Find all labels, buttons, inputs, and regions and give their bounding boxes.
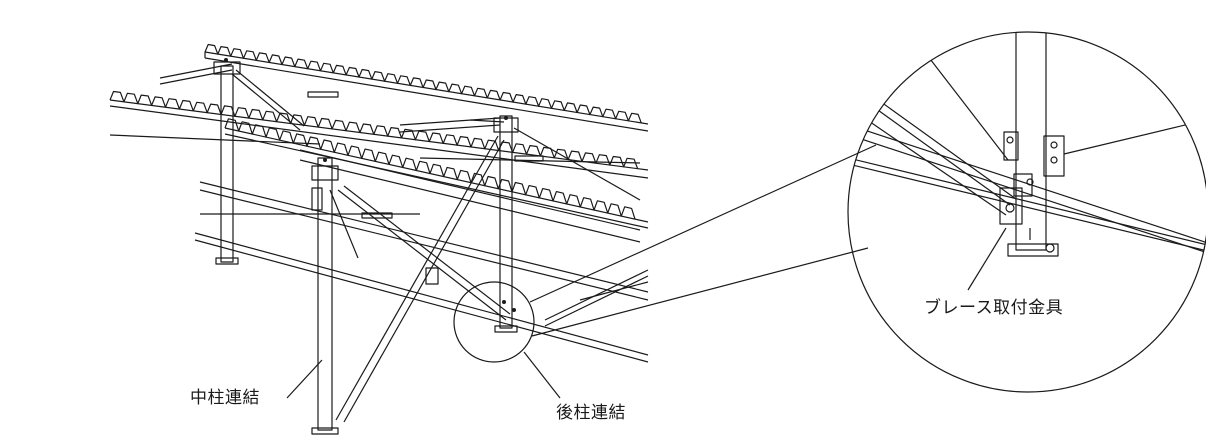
braces <box>231 69 641 423</box>
magnifier-callout <box>453 31 1206 393</box>
leader-lines <box>286 227 1007 399</box>
rear-post-label: 後柱連結 <box>556 403 626 423</box>
middle-post-label: 中柱連結 <box>190 388 260 408</box>
frame-rails <box>109 63 649 363</box>
posts <box>213 61 519 435</box>
roof-panel-back <box>204 43 649 132</box>
roof-panel-front <box>224 118 649 243</box>
magnified-detail <box>848 32 1206 258</box>
brace-bracket-label: ブレース取付金具 <box>924 298 1064 318</box>
bolt-dots <box>224 58 516 312</box>
